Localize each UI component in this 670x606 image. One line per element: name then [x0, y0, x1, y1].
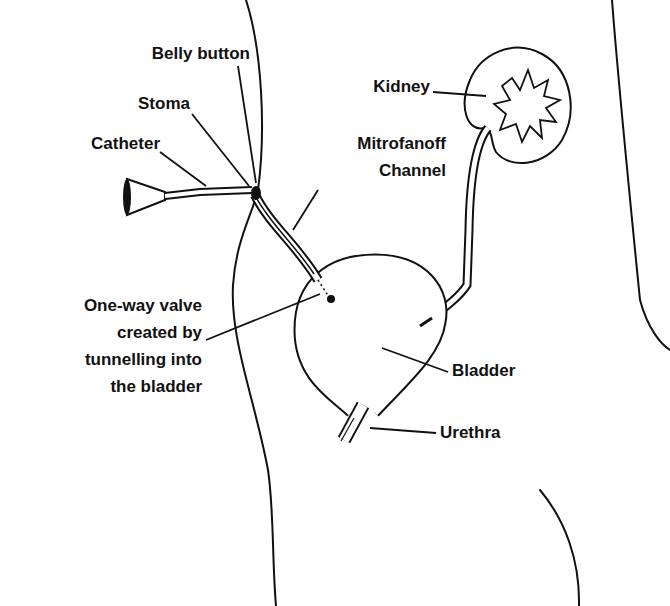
part-label: Urethra	[440, 419, 550, 446]
leader-line	[370, 428, 436, 433]
part-label: Kidney	[340, 73, 430, 100]
body-outline	[540, 490, 579, 606]
part-label: Bladder	[452, 357, 562, 384]
part-label: Belly button	[100, 40, 250, 67]
leader-line	[192, 114, 249, 186]
part-label: Stoma	[100, 90, 190, 117]
leader-line	[206, 294, 320, 340]
urethra-tube	[344, 405, 363, 440]
bladder-wall	[300, 260, 441, 412]
leader-line	[238, 66, 256, 183]
urethra-tube	[344, 405, 363, 440]
urethra-tube	[341, 418, 354, 441]
catheter-tube	[165, 190, 252, 196]
body-outline	[233, 0, 276, 606]
bladder-lumen	[300, 260, 441, 412]
leader-line	[293, 190, 318, 230]
leader-line	[433, 92, 486, 96]
part-label: Mitrofanoff Channel	[312, 130, 446, 184]
bladder-wall	[300, 260, 441, 412]
leader-line	[160, 152, 206, 186]
catheter-funnel-opening	[123, 179, 131, 215]
body-outline	[612, 0, 670, 350]
stoma	[251, 186, 261, 200]
part-label: One-way valve created by tunnelling into…	[80, 292, 202, 400]
catheter-tube	[252, 190, 314, 274]
leader-line	[382, 348, 448, 372]
renal-pelvis	[494, 70, 560, 142]
bladder-neck	[358, 395, 370, 400]
catheter-funnel	[127, 179, 165, 215]
part-label: Catheter	[40, 130, 160, 157]
ureter-entry	[420, 318, 432, 326]
valve-end	[327, 295, 335, 303]
catheter-tube	[165, 190, 252, 196]
